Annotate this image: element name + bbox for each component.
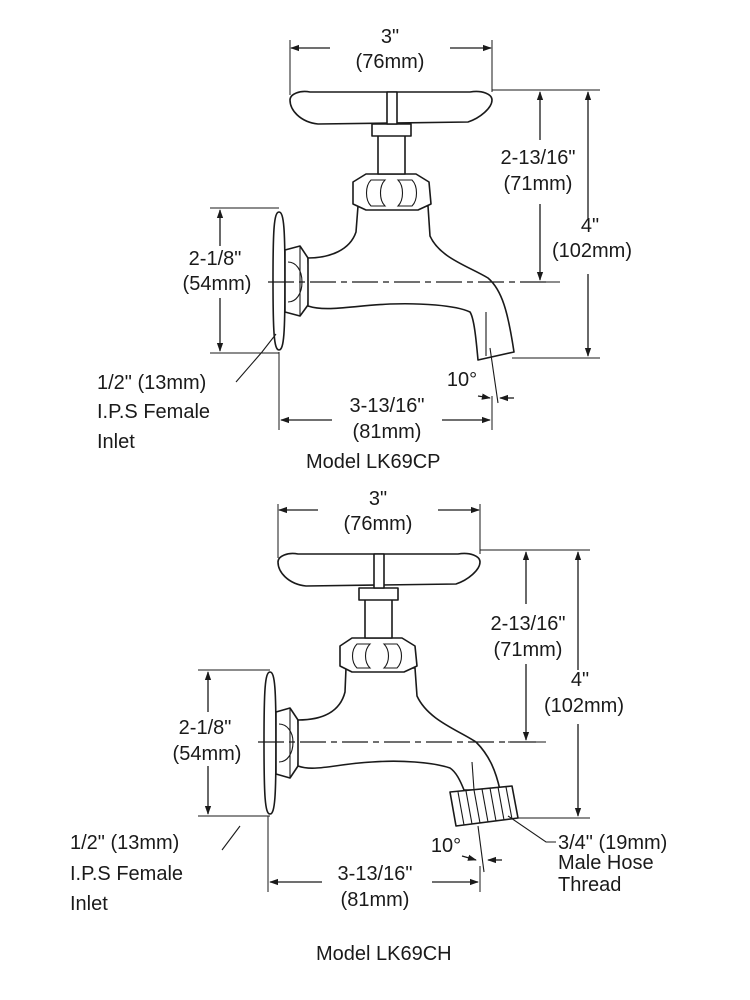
dim-overall-height-imperial: 4" (571, 669, 589, 691)
faucet-diagram-lk69cp: 3" (76mm) 2-13/16" (71mm) 4" (102mm) 2-1… (97, 26, 632, 473)
dim-handle-to-spout-metric: (71mm) (504, 173, 573, 195)
dim-flange-height-imperial: 2-1/8" (179, 717, 232, 739)
wall-hex-nut (284, 245, 310, 317)
model-label-lk69cp: Model LK69CP (306, 451, 441, 473)
valve-stem (377, 133, 406, 175)
dim-handle-to-spout-imperial: 2-13/16" (501, 147, 576, 169)
wall-flange (272, 211, 286, 351)
bonnet-hex (352, 173, 432, 211)
hose-thread (449, 785, 519, 827)
inlet-note-line-2: I.P.S Female (97, 401, 210, 423)
wall-hex-nut (275, 707, 300, 779)
dim-handle-width-imperial: 3" (381, 26, 399, 48)
inlet-note-line-1: 1/2" (13mm) (70, 832, 179, 854)
wall-flange (263, 671, 277, 815)
dim-projection-imperial: 3-13/16" (350, 395, 425, 417)
dim-spout-angle: 10° (447, 369, 477, 391)
dim-handle-width-metric: (76mm) (356, 51, 425, 73)
valve-stem (364, 597, 393, 639)
dim-overall-height-imperial: 4" (581, 215, 599, 237)
hose-note-line-1: 3/4" (19mm) (558, 832, 667, 854)
dim-handle-width-metric: (76mm) (344, 513, 413, 535)
dim-flange-height-metric: (54mm) (173, 743, 242, 765)
inlet-note-line-3: Inlet (70, 893, 108, 915)
inlet-note-line-3: Inlet (97, 431, 135, 453)
dim-flange-height-metric: (54mm) (183, 273, 252, 295)
dim-flange-height-imperial: 2-1/8" (189, 248, 242, 270)
dim-spout-angle: 10° (431, 835, 461, 857)
dim-projection-metric: (81mm) (353, 421, 422, 443)
dim-projection-imperial: 3-13/16" (338, 863, 413, 885)
bonnet-hex (339, 637, 418, 673)
spout-body (307, 205, 515, 361)
inlet-note-line-2: I.P.S Female (70, 863, 183, 885)
faucet-diagram-lk69ch: 3" (76mm) 2-13/16" (71mm) 4" (102mm) 2-1… (70, 488, 667, 965)
dim-overall-height-metric: (102mm) (552, 240, 632, 262)
dim-handle-width-imperial: 3" (369, 488, 387, 510)
dim-handle-to-spout-metric: (71mm) (494, 639, 563, 661)
dim-overall-height-metric: (102mm) (544, 695, 624, 717)
hose-note-line-2: Male Hose (558, 852, 654, 874)
hose-note-line-3: Thread (558, 874, 621, 896)
spout-body (297, 667, 501, 791)
dim-projection-metric: (81mm) (341, 889, 410, 911)
dim-handle-to-spout-imperial: 2-13/16" (491, 613, 566, 635)
inlet-note-line-1: 1/2" (13mm) (97, 372, 206, 394)
model-label-lk69ch: Model LK69CH (316, 943, 452, 965)
